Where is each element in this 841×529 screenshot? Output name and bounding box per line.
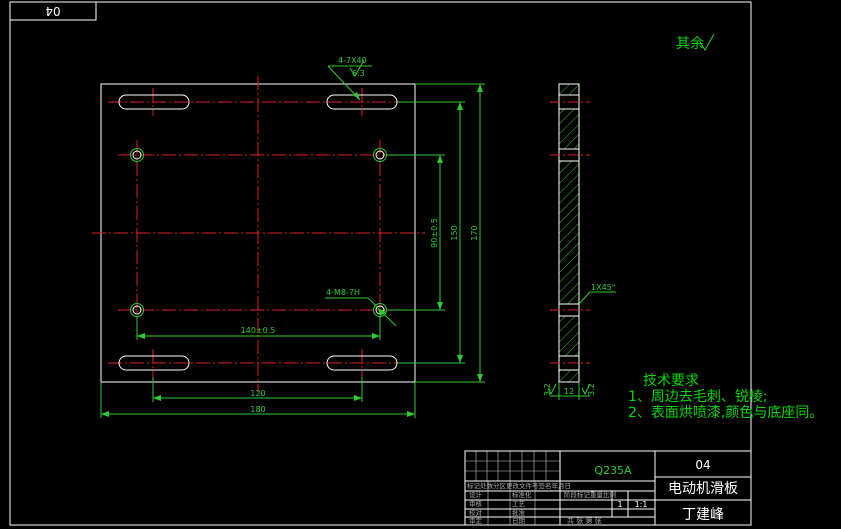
tb-row-approve-2: 批准 [512,508,526,517]
arrowheads [101,84,483,417]
dim-150: 150 [450,225,459,240]
tb-material: Q235A [594,464,632,477]
tb-row-check-1: 审核 [469,499,483,508]
dim-slot-roughness: 6.3 [352,69,365,78]
center-lines [92,76,425,392]
tb-rev-header: 标记处数分区更改文件号签名年月日 [467,481,571,490]
dim-140: 140±0.5 [241,326,276,335]
number-box [9,1,97,21]
dim-120: 120 [250,389,265,398]
tb-number: 04 [695,458,710,472]
tech-title: 技术要求 [643,373,699,389]
section-body [558,83,580,383]
tech-line2: 2、表面烘喷漆,颜色与底座同。 [628,404,823,421]
tb-row-design-1: 设计 [469,490,483,499]
drawing-number-rotated: 04 [45,4,60,18]
drawing-frame [9,1,752,526]
tb-row-check-2: 工艺 [512,500,526,508]
roughness-note: 其余 [676,35,704,52]
dim-slots: 4-7X40 [338,56,367,65]
tb-author: 丁建峰 [682,507,724,523]
tb-qty: 1 [617,500,622,509]
tech-requirements: 技术要求 1、周边去毛刺、锐棱; 2、表面烘喷漆,颜色与底座同。 [628,373,823,421]
roughness-symbols [349,33,715,77]
tb-row-review-1: 审定 [469,516,483,525]
slot-top-right [326,94,398,110]
dim-thickness: 12 [564,387,574,396]
tb-row-review-2: 日期 [512,517,526,525]
tech-line1: 1、周边去毛刺、锐棱; [628,389,768,405]
dim-180: 180 [250,405,265,414]
slots [118,94,398,371]
tb-stage-header: 阶段标记重量比例 [564,490,616,499]
side-center-lines [550,101,590,364]
dim-90: 90±0.5 [430,218,439,248]
slot-bottom-right [326,355,398,371]
dim-left-roughness: 3.2 [543,383,552,396]
title-block: Q235A 04 电动机滑板 丁建峰 标记处数分区更改文件号签名年月日 设计 标… [464,450,752,526]
dimension-lines [100,65,485,418]
tb-part-name: 电动机滑板 [668,480,738,497]
front-view: 4-7X40 6.3 170 150 90±0.5 4-M8-7H 140±0.… [92,33,715,418]
tb-sheets: 共 张 第 张 [567,516,602,525]
dim-side-roughness: 3.2 [587,383,596,396]
dim-tapped-holes: 4-M8-7H [326,288,360,297]
side-dim-lines [547,291,616,400]
side-view: 1X45° 12 3.2 3.2 [543,83,616,400]
slot-bottom-left [118,355,190,371]
tb-row-approve-1: 校对 [469,508,483,517]
tb-scale: 1:1 [635,500,648,509]
tb-row-design-2: 标准化 [512,490,532,499]
dim-170: 170 [470,225,479,240]
slot-top-left [118,94,190,110]
dim-chamfer: 1X45° [591,283,616,292]
